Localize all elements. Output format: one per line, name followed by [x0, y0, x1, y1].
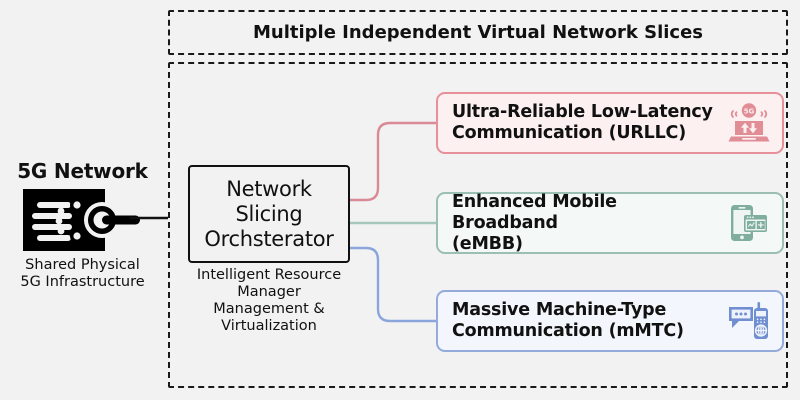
slices-header-frame: Multiple Independent Virtual Network Sli… [168, 10, 788, 55]
slice-label-mmtc: Massive Machine-Type Communication (mMTC… [452, 300, 684, 341]
source-title: 5G Network [17, 159, 148, 183]
slice-card-urllc[interactable]: Ultra-Reliable Low-Latency Communication… [436, 92, 784, 154]
orchestrator-group: Network Slicing Orchsterator Intelligent… [188, 165, 350, 335]
5g-network-globe-icon [0, 189, 165, 251]
svg-text:5G: 5G [744, 107, 755, 115]
slice-card-embb[interactable]: Enhanced Mobile Broadband (eMBB) [436, 192, 784, 254]
slice-label-urllc: Ultra-Reliable Low-Latency Communication… [452, 102, 713, 143]
source-caption: Shared Physical 5G Infrastructure [20, 257, 145, 290]
slices-header-title: Multiple Independent Virtual Network Sli… [252, 22, 704, 43]
chat-phone-iot-icon [726, 298, 772, 344]
slice-card-mmtc[interactable]: Massive Machine-Type Communication (mMTC… [436, 290, 784, 352]
smartphone-dashboard-icon [726, 200, 772, 246]
source-group: 5G Network [0, 160, 165, 291]
slice-label-embb: Enhanced Mobile Broadband (eMBB) [452, 191, 617, 254]
orchestrator-caption: Intelligent Resource Manager Management … [196, 267, 342, 334]
laptop-5g-updown-icon: 5G [726, 100, 772, 146]
orchestrator-box[interactable]: Network Slicing Orchsterator [188, 165, 350, 263]
orchestrator-title: Network Slicing Orchsterator [204, 176, 334, 251]
